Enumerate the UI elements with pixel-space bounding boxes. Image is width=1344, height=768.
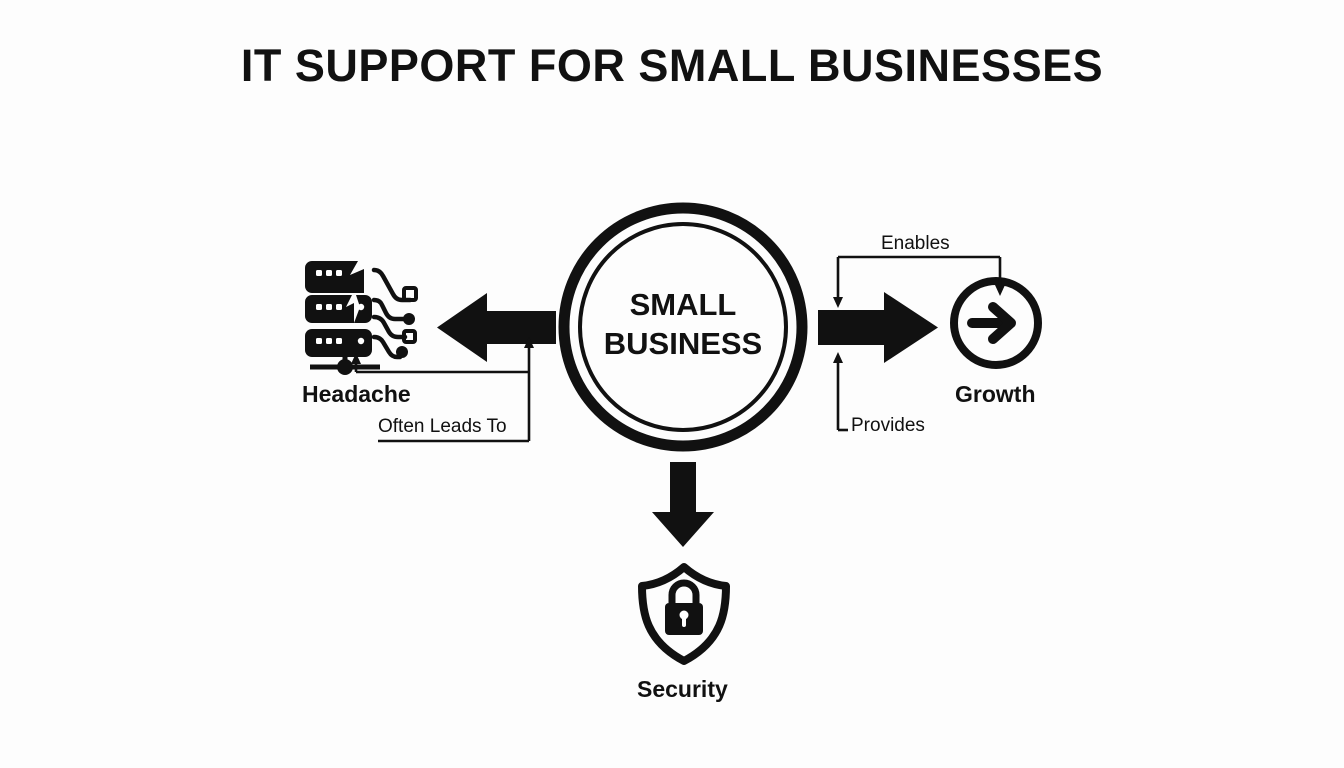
shield-lock-icon [638, 563, 730, 665]
node-label-growth: Growth [955, 381, 1036, 407]
left-arrow-icon [437, 293, 556, 362]
provides-connector [833, 352, 848, 432]
annotation-label-provides: Provides [851, 415, 925, 436]
annotation-label-often-leads-to: Often Leads To [378, 416, 507, 437]
page-title: IT SUPPORT FOR SMALL BUSINESSES [240, 40, 1104, 91]
small-business-label: SMALL BUSINESS [563, 286, 803, 364]
enables-connector [833, 255, 1005, 308]
small-business-label-line2: BUSINESS [603, 325, 763, 361]
small-business-label-line1: SMALL [629, 287, 737, 322]
annotation-label-enables: Enables [881, 233, 950, 254]
right-arrow-icon [818, 292, 938, 363]
down-arrow-icon [652, 462, 714, 547]
node-label-headache: Headache [302, 381, 411, 407]
node-label-security: Security [637, 676, 728, 702]
circle-arrow-right-icon [950, 277, 1042, 369]
broken-server-icon [305, 261, 418, 375]
